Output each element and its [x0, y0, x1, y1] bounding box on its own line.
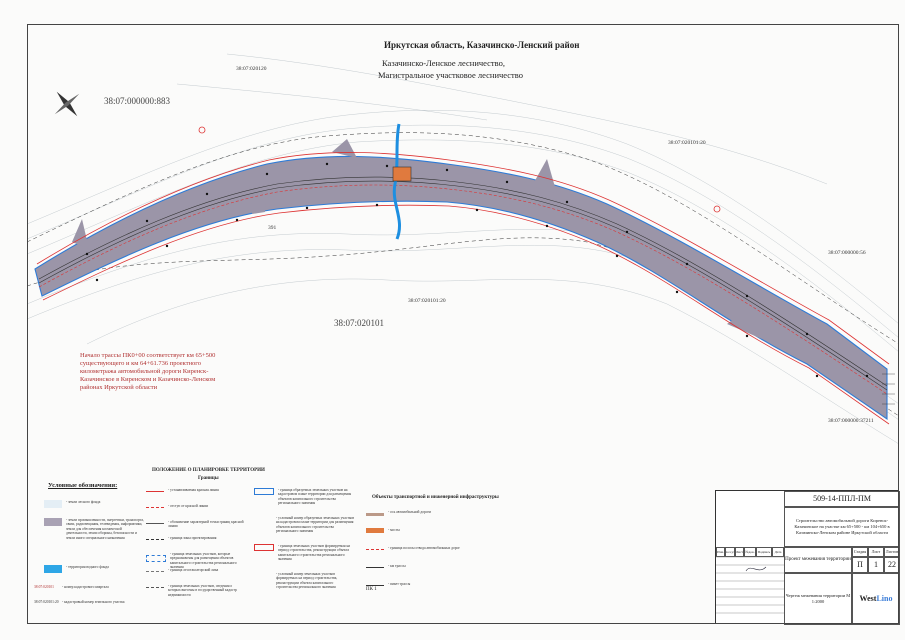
- legend-item: - земли промышленности, энергетики, тран…: [44, 518, 144, 540]
- parcel-label: 38:07:000000:883: [104, 96, 171, 106]
- topography-lines: [27, 53, 899, 445]
- sheet-value: 1: [868, 557, 884, 573]
- legend-symbol: [254, 488, 274, 495]
- territory-title: ПОЛОЖЕНИЕ О ПЛАНИРОВКЕ ТЕРРИТОРИИ: [152, 468, 265, 473]
- stamp-column-header: Изм.: [716, 547, 725, 557]
- legend-symbol: [146, 491, 164, 492]
- legend-item: - граница земельных участков, сведения о…: [146, 584, 244, 597]
- transport-title: Объекты транспортной и инженерной инфрас…: [372, 495, 499, 500]
- legend-item: - граница зоны проектирования: [146, 536, 244, 540]
- territory-subtitle: Границы: [198, 476, 219, 481]
- pk-label: ПК 1: [366, 587, 377, 592]
- signature: [745, 566, 767, 572]
- legend-item: - обозначение характерной точки границ к…: [146, 520, 244, 529]
- corridor-points: [85, 162, 869, 378]
- legend-item: - граница полосы отвода автомобильных до…: [366, 546, 486, 550]
- sheets-value: 22: [884, 557, 900, 573]
- map-edge-hatch: [882, 373, 895, 405]
- legend-symbol: [366, 567, 384, 568]
- region-title: Иркутская область, Казачинско-Ленский ра…: [384, 40, 580, 50]
- river: [392, 123, 401, 240]
- parcel-label: 38:07:020101:20: [408, 298, 446, 304]
- stamp-column-header: Лист: [735, 547, 744, 557]
- legend-item: - земли лесного фонда: [44, 500, 144, 508]
- legend-item: - граница земельных участков формируемая…: [254, 544, 354, 562]
- legend-item: - территория водного фонда: [44, 565, 144, 573]
- legend-title: Условные обозначения:: [48, 482, 118, 489]
- legend-symbol: [366, 513, 384, 516]
- legend-symbol: [146, 539, 164, 540]
- corridor-bump: [252, 174, 267, 214]
- parcel-label: 38:07:020120: [236, 66, 267, 72]
- stamp-column-header: Кол.уч: [725, 547, 735, 557]
- legend-item: - отступ от красной линии: [146, 504, 244, 508]
- parcel-label: 391: [268, 225, 277, 231]
- legend-symbol: [146, 523, 164, 524]
- map-area: [27, 24, 899, 464]
- legend-symbol: [254, 544, 274, 551]
- legend-swatch: [44, 565, 62, 573]
- route-start-note: Начало трассы ПК0+00 соответствует км 65…: [80, 352, 216, 391]
- legend-item: - условный номер земельных участков форм…: [254, 572, 354, 590]
- stamp-column-header: Подпись: [756, 547, 772, 557]
- legend-swatch: [44, 500, 62, 508]
- legend-item: - пикет трассы: [366, 582, 486, 586]
- stamp-grid: [716, 556, 784, 614]
- sheet-frame: [27, 24, 899, 624]
- forestry-line-2: Магистральное участковое лесничество: [378, 70, 523, 80]
- forestry-line-1: Казачинско-Ленское лесничество,: [382, 58, 505, 68]
- map-svg: [27, 53, 899, 445]
- document-code: 509-14-ППЛ-ПМ: [784, 491, 900, 507]
- legend-swatch: [44, 518, 62, 526]
- bridge: [392, 166, 412, 182]
- legend-item: 38:07:020101:20 - кадастровый номер земе…: [34, 600, 125, 604]
- legend-item: - условный номер образуемых земельных уч…: [254, 516, 354, 534]
- legend-item: - км трассы: [366, 564, 486, 568]
- legend-item: 38:07:020101 - номер кадастрового кварта…: [34, 585, 109, 589]
- sheet-title: Проект межевания территории: [784, 547, 852, 573]
- legend-symbol: [366, 528, 384, 533]
- legend-item: - устанавливаемая красная линия: [146, 488, 244, 492]
- legend-item: - ось автомобильной дороги: [366, 510, 486, 516]
- corridor-bump: [72, 219, 89, 249]
- title-block: 509-14-ППЛ-ПМ Строительство автомобильно…: [715, 490, 900, 625]
- legend-symbol: [366, 585, 384, 586]
- parcel-label: 38:07:020101:20: [668, 140, 706, 146]
- legend-item: - граница образуемых земельных участков …: [254, 488, 354, 506]
- stamp-column-header: №док.: [744, 547, 756, 557]
- legend-symbol: [146, 587, 164, 588]
- parcel-label: 38:07:000000:37211: [828, 418, 874, 424]
- legend-symbol: [146, 555, 166, 562]
- corridor-bump: [727, 309, 762, 339]
- legend-symbol: [146, 571, 164, 572]
- corridor-bump: [532, 159, 557, 194]
- legend-symbol: [146, 507, 164, 508]
- boundary-marker: [713, 205, 721, 213]
- drawing-name: Чертеж межевания территории М 1:2000: [784, 573, 852, 625]
- north-arrow-icon: [54, 91, 80, 117]
- red-lines: [36, 152, 890, 425]
- legend-item: - граница лесотаксаторский лика: [146, 568, 244, 572]
- object-name: Строительство автомобильной дороги Кирен…: [784, 507, 900, 547]
- stage-value: П: [852, 557, 868, 573]
- parcel-label: 38:07:020101: [334, 318, 385, 328]
- legend-symbol: [366, 549, 384, 550]
- boundary-marker: [198, 126, 206, 134]
- road-axis: [38, 176, 888, 395]
- legend-item: - мосты: [366, 528, 486, 533]
- corridor-bump: [332, 139, 357, 158]
- legend-item: - граница земельных участков, которые пр…: [146, 552, 244, 570]
- parcel-label: 38:07:000000:56: [828, 250, 866, 256]
- stamp-column-header: Дата: [772, 547, 784, 557]
